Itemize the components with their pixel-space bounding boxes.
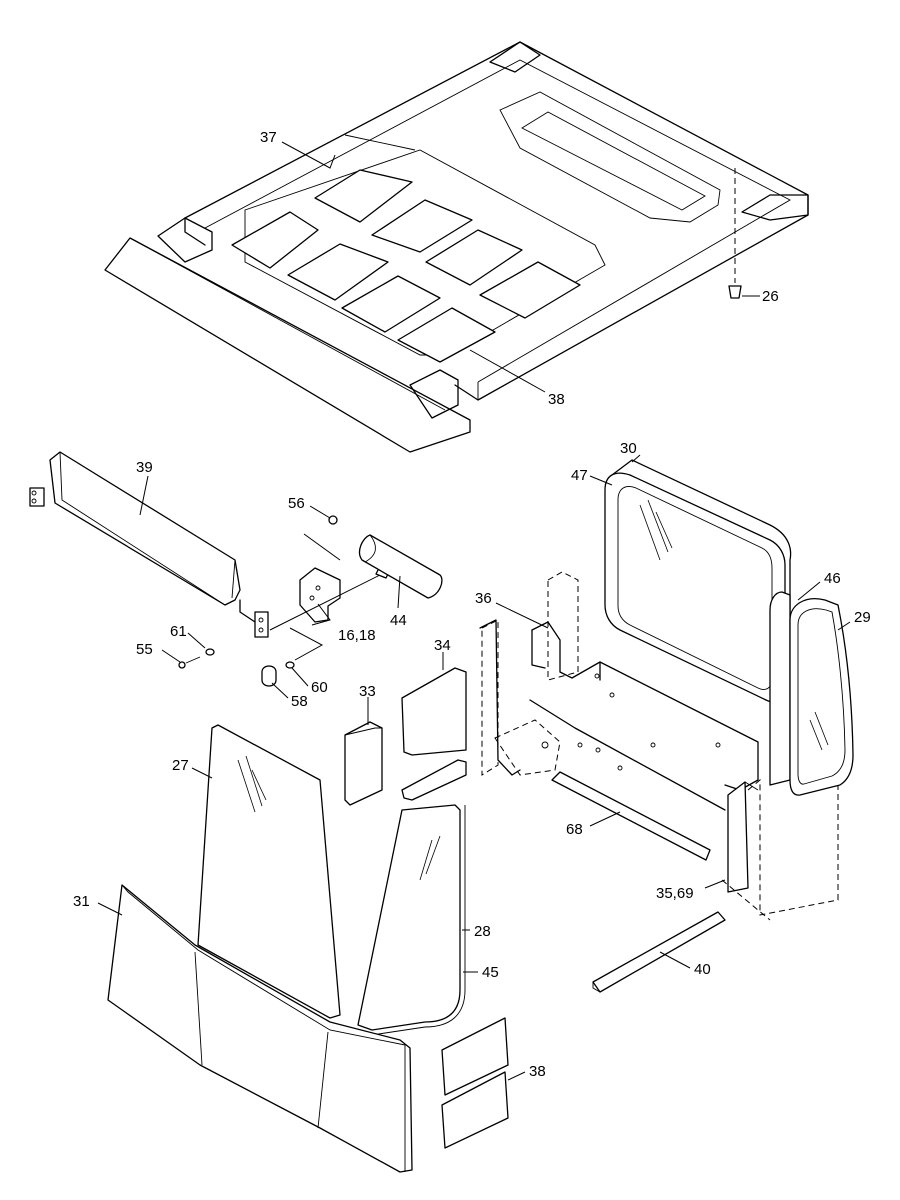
small-hardware [178,648,295,687]
callout-35-69: 35,69 [656,885,694,902]
callout-61: 61 [170,623,187,640]
seal-strip-40 [592,911,726,993]
door-window-28 [357,804,466,1036]
callout-56: 56 [288,495,305,512]
front-window-27 [197,724,341,1019]
callout-60: 60 [311,679,328,696]
callout-40: 40 [694,961,711,978]
callout-38-bottom: 38 [529,1063,546,1080]
callout-26: 26 [762,288,779,305]
callout-37: 37 [260,129,277,146]
callout-44: 44 [390,612,407,629]
callout-16-18: 16,18 [338,627,376,644]
callout-labels: 37 26 38 39 56 44 16,18 61 55 60 58 30 4… [73,129,871,1080]
callout-47: 47 [571,467,588,484]
leader-lines [97,141,851,1081]
side-window-29 [769,591,854,796]
callout-38-top: 38 [548,391,565,408]
callout-28: 28 [474,923,491,940]
callout-55: 55 [136,641,153,658]
front-lower-panel [107,884,413,1173]
rear-window [604,459,792,703]
callout-36: 36 [475,590,492,607]
callout-30: 30 [620,440,637,457]
callout-27: 27 [172,757,189,774]
callout-45: 45 [482,964,499,981]
callout-39: 39 [136,459,153,476]
callout-33: 33 [359,683,376,700]
callout-31: 31 [73,893,90,910]
seal-strip-68 [551,771,711,861]
callout-68: 68 [566,821,583,838]
callout-34: 34 [434,637,451,654]
bolt-26 [728,168,742,299]
foam-pad-33 [344,721,383,806]
cab-frame [479,571,839,921]
callout-29: 29 [854,609,871,626]
callout-46: 46 [824,570,841,587]
roof-panel [104,41,809,453]
foam-pad-34 [401,667,467,801]
pads-38 [441,1017,509,1149]
callout-58: 58 [291,693,308,710]
sun-visor [29,451,269,638]
handle-grip [358,534,443,599]
mounting-bracket [269,515,391,661]
